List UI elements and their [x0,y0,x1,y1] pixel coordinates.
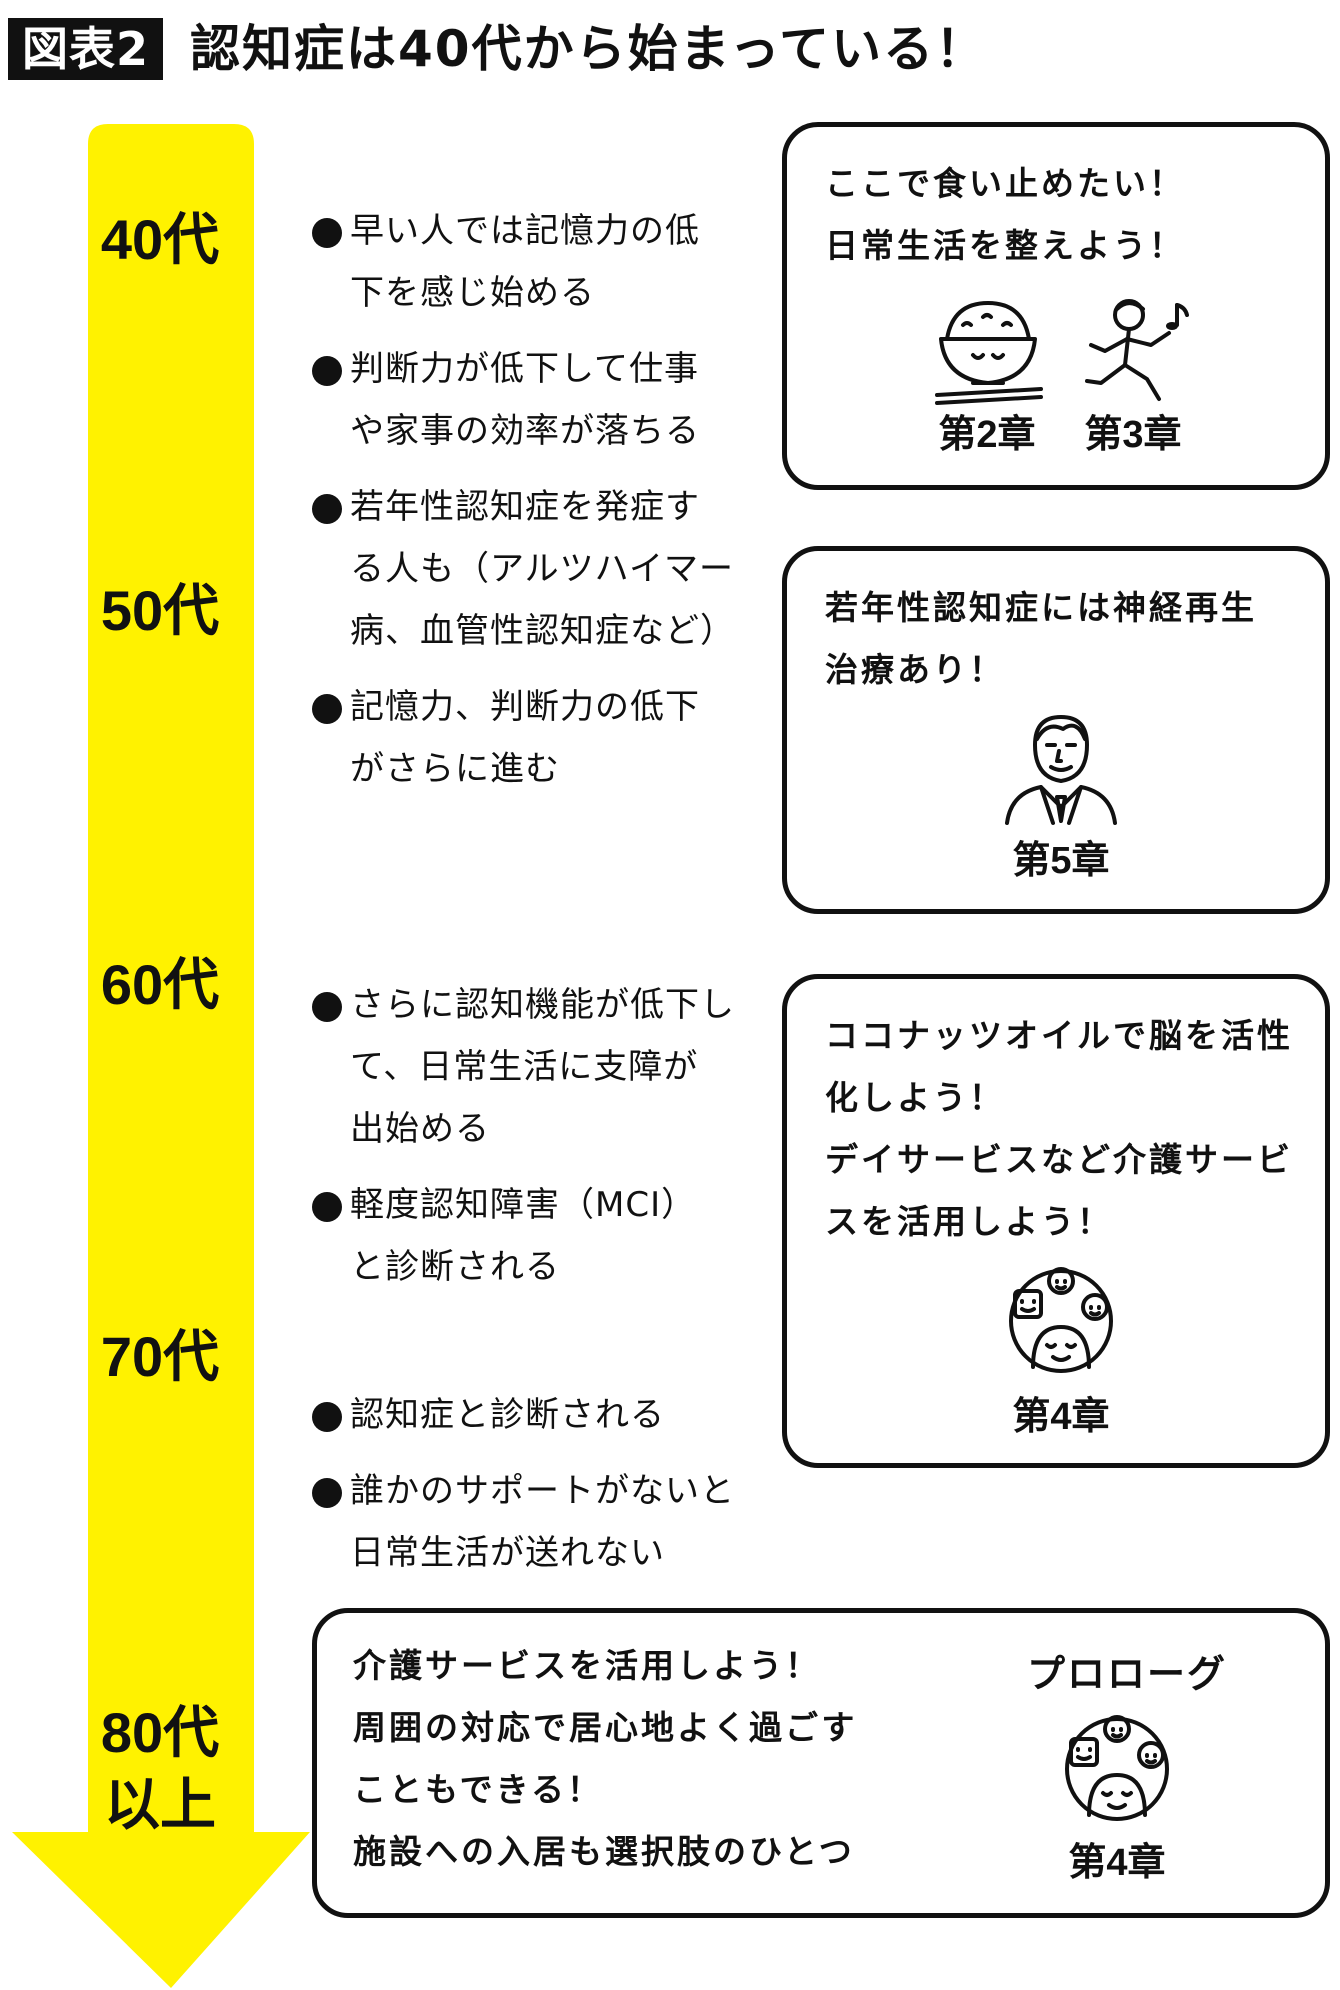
rice-bowl-icon [935,301,1043,405]
age-70s: 70代 [100,1325,220,1388]
chapter-2-label: 第2章 [938,414,1036,456]
care-group-icon [1009,1267,1113,1373]
age-60s: 60代 [100,953,220,1016]
callout-box-care-services: 介護サービスを活用しよう！ 周囲の対応で居心地よく過ごす こともできる！ 施設へ… [312,1608,1330,1918]
box2-line2: 治療あり！ [825,650,1005,689]
box2-line1: 若年性認知症には神経再生 [825,588,1257,627]
bullet-list-40s-50s: 早い人では記憶力の低 下を感じ始める 判断力が低下して仕事 や家事の効率が落ちる… [312,200,742,800]
chapter-4-label: 第4章 [1012,1396,1110,1438]
bullet-list-60s: さらに認知機能が低下し て、日常生活に支障が 出始める 軽度認知障害（MCI） … [312,974,742,1298]
age-80s: 80代 [100,1701,220,1764]
box4-line4: 施設への入居も選択肢のひとつ [353,1832,855,1871]
figure-title: 認知症は40代から始まっている！ [190,20,988,78]
list-item: 早い人では記憶力の低 下を感じ始める [312,200,742,324]
care-group-icon [1065,1715,1169,1821]
bullet-list-70s: 認知症と診断される 誰かのサポートがないと 日常生活が送れない [312,1384,742,1584]
box3-line1: ココナッツオイルで脳を活性 [825,1016,1293,1055]
box1-line2: 日常生活を整えよう！ [825,226,1185,265]
walking-person-icon [1085,299,1189,401]
chapter-3-label: 第3章 [1084,414,1182,456]
age-40s: 40代 [100,208,220,271]
box1-line1: ここで食い止めたい！ [825,164,1185,203]
age-50s: 50代 [100,579,220,642]
list-item: 誰かのサポートがないと 日常生活が送れない [312,1460,742,1584]
timeline-arrow [12,124,310,1988]
chapter-5-label: 第5章 [1012,840,1110,882]
box3-line3: デイサービスなど介護サービ [825,1140,1293,1179]
box4-line1: 介護サービスを活用しよう！ [353,1646,821,1685]
list-item: 若年性認知症を発症す る人も（アルツハイマー 病、血管性認知症など） [312,476,742,662]
list-item: 判断力が低下して仕事 や家事の効率が落ちる [312,338,742,462]
list-item: 軽度認知障害（MCI） と診断される [312,1174,742,1298]
list-item: さらに認知機能が低下し て、日常生活に支障が 出始める [312,974,742,1160]
callout-box-early-onset: 若年性認知症には神経再生 治療あり！ 第5章 [782,546,1330,914]
callout-box-daily-life: ここで食い止めたい！ 日常生活を整えよう！ 第2章 第3章 [782,122,1330,490]
figure-tag: 図表2 [8,18,164,80]
chapter-4-label: 第4章 [1068,1842,1166,1884]
box3-line2: 化しよう！ [825,1078,1005,1117]
prologue-label: プロローグ [1026,1652,1227,1696]
list-item: 認知症と診断される [312,1384,742,1446]
list-item: 記憶力、判断力の低下 がさらに進む [312,676,742,800]
age-80s-suffix: 以上 [104,1773,216,1836]
box4-line2: 周囲の対応で居心地よく過ごす [353,1708,858,1747]
callout-box-coconut-oil: ココナッツオイルで脳を活性 化しよう！ デイサービスなど介護サービ スを活用しよ… [782,974,1330,1468]
doctor-icon [1005,715,1117,825]
box3-line4: スを活用しよう！ [825,1202,1113,1241]
box4-line3: こともできる！ [353,1770,604,1809]
